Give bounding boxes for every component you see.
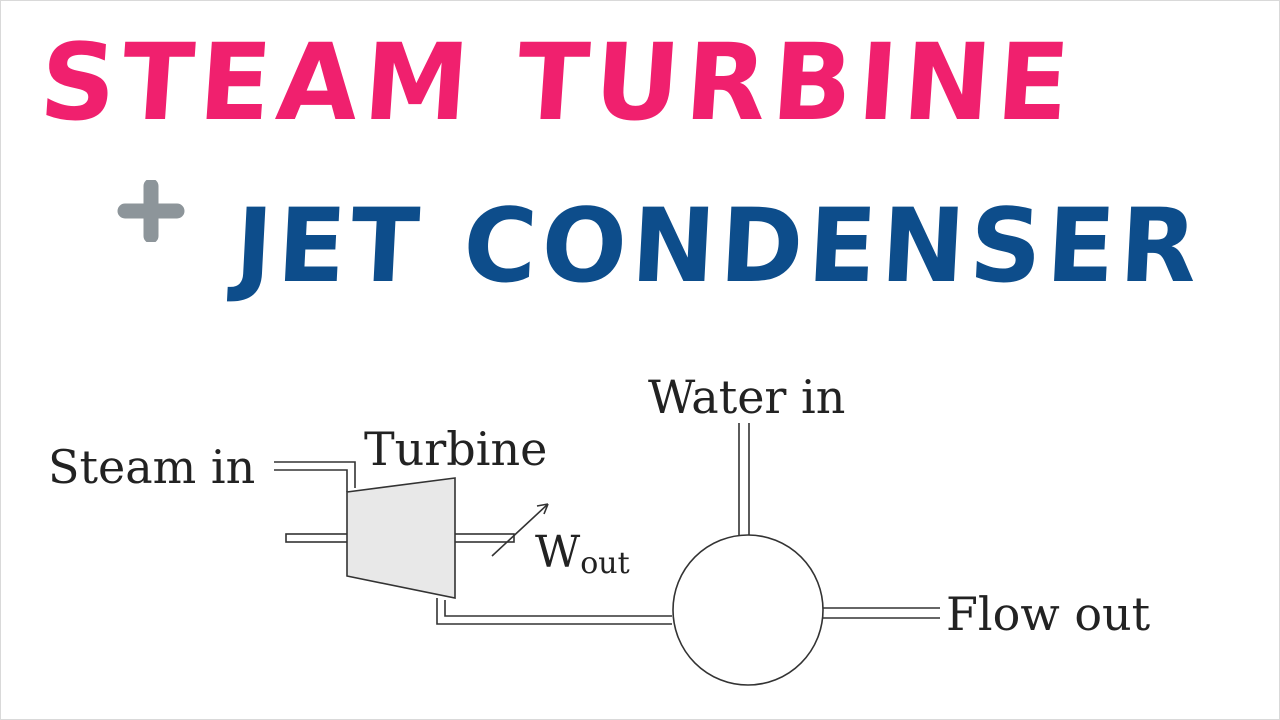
turbine-body bbox=[346, 477, 456, 599]
plus-icon: + bbox=[117, 180, 185, 242]
exhaust-pipe bbox=[436, 598, 672, 625]
water-in-label: Water in bbox=[648, 370, 845, 424]
flow-out-pipe bbox=[823, 607, 940, 619]
work-out-symbol: W bbox=[535, 527, 581, 578]
flow-out-label: Flow out bbox=[946, 587, 1151, 641]
steam-inlet-pipe bbox=[274, 461, 356, 492]
work-out-arrow bbox=[491, 503, 549, 557]
turbine-label: Turbine bbox=[364, 422, 547, 476]
jet-condenser-vessel bbox=[672, 534, 824, 686]
steam-in-label: Steam in bbox=[48, 440, 255, 494]
work-out-label: Wout bbox=[535, 527, 630, 581]
work-out-subscript: out bbox=[580, 546, 629, 581]
water-inlet-pipe bbox=[738, 423, 750, 544]
